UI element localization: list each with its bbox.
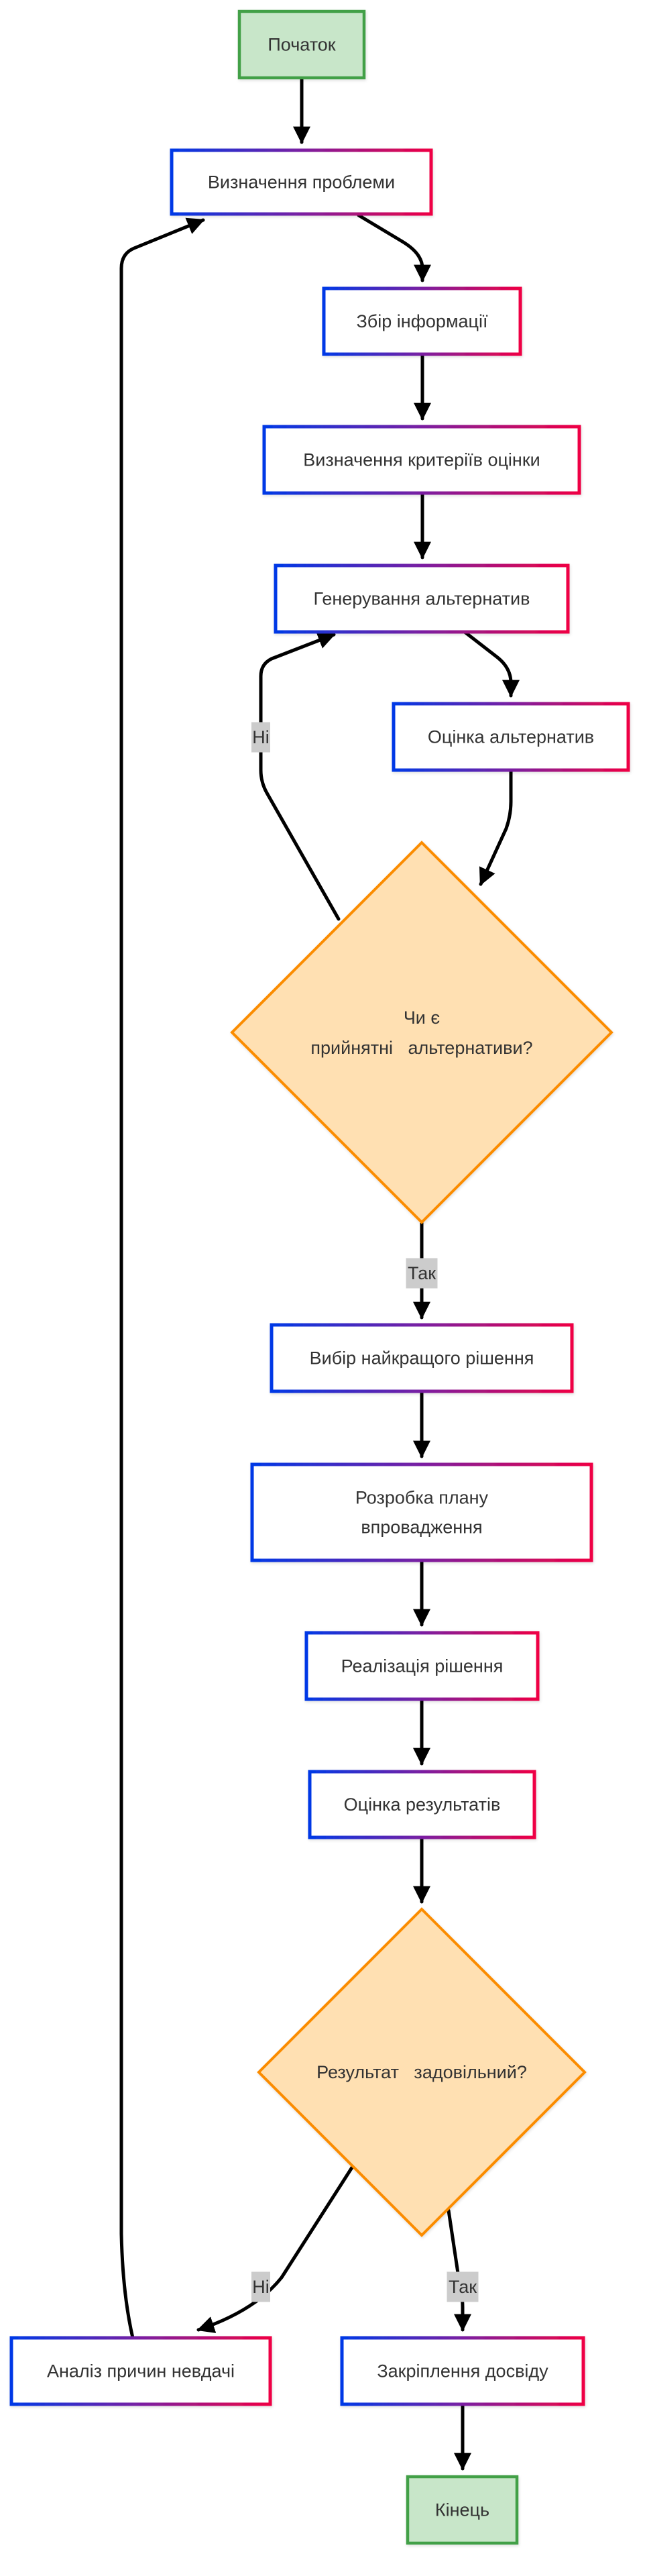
node-label: Збір інформації bbox=[357, 311, 488, 331]
terminal-box bbox=[406, 2475, 519, 2545]
process-box bbox=[340, 2336, 585, 2406]
decision-diamond bbox=[257, 1907, 587, 2237]
node-label: Закріплення досвіду bbox=[377, 2361, 548, 2381]
process-box bbox=[9, 2336, 272, 2406]
node-label: Аналіз причин невдачі bbox=[47, 2361, 235, 2381]
edge-label-text: Ні bbox=[252, 727, 270, 747]
node-label: Реалізація рішення bbox=[341, 1656, 504, 1676]
node-label: Визначення критеріїв оцінки bbox=[303, 450, 540, 470]
edge-label-background bbox=[406, 1258, 438, 1289]
node-gather-info[interactable]: Збір інформації bbox=[322, 286, 522, 356]
node-label: Кінець bbox=[435, 2500, 489, 2520]
node-define-criteria[interactable]: Визначення критеріїв оцінки bbox=[262, 425, 581, 495]
edge-label-text: Так bbox=[449, 2277, 477, 2297]
node-label: Результат задовільний? bbox=[316, 2062, 527, 2082]
process-box bbox=[308, 1770, 536, 1839]
node-label: Початок bbox=[268, 35, 335, 55]
process-box bbox=[322, 286, 522, 356]
edge-generate-alternatives-to-evaluate-alternatives bbox=[463, 630, 520, 698]
edge-satisfactory-decision-to-analyze-failure bbox=[196, 2165, 354, 2333]
edge-satisfactory-decision-to-consolidate bbox=[447, 2208, 471, 2332]
edge-acceptable-decision-to-generate-alternatives bbox=[259, 632, 341, 921]
edge-label-background bbox=[447, 2271, 479, 2302]
decision-diamond bbox=[230, 841, 613, 1224]
edge-label-background bbox=[251, 2271, 270, 2302]
edge-analyze-failure-to-define-problem bbox=[119, 217, 205, 2340]
node-define-problem[interactable]: Визначення проблеми bbox=[170, 148, 433, 216]
node-start[interactable]: Початок bbox=[237, 9, 366, 80]
edge-define-problem-to-gather-info bbox=[357, 213, 431, 282]
node-implement[interactable]: Реалізація рішення bbox=[304, 1631, 540, 1701]
edge-evaluate-alternatives-to-acceptable-decision bbox=[479, 768, 513, 886]
edge-label-text: Ні bbox=[252, 2277, 270, 2297]
node-label: впровадження bbox=[361, 1517, 482, 1538]
node-evaluate-alternatives[interactable]: Оцінка альтернатив bbox=[392, 702, 630, 772]
process-box bbox=[250, 1462, 593, 1562]
node-label: Оцінка результатів bbox=[344, 1794, 501, 1815]
edge-label-yes: Так bbox=[447, 2271, 479, 2302]
node-satisfactory-decision[interactable]: Результат задовільний? bbox=[257, 1907, 587, 2237]
node-acceptable-decision[interactable]: Чи є прийнятні альтернативи? bbox=[230, 841, 613, 1224]
node-label: Вибір найкращого рішення bbox=[310, 1348, 534, 1368]
edge-label-no: Ні bbox=[251, 722, 270, 753]
edge-label-text: Так bbox=[408, 1263, 436, 1283]
process-box bbox=[304, 1631, 540, 1701]
edge-label-yes: Так bbox=[406, 1258, 438, 1289]
node-label: Розробка плану bbox=[355, 1488, 489, 1508]
node-generate-alternatives[interactable]: Генерування альтернатив bbox=[274, 564, 570, 634]
node-develop-plan[interactable]: Розробка плану впровадження bbox=[250, 1462, 593, 1562]
node-end[interactable]: Кінець bbox=[406, 2475, 519, 2545]
process-box bbox=[392, 702, 630, 772]
edge-label-background bbox=[251, 722, 270, 753]
process-box bbox=[274, 564, 570, 634]
node-analyze-failure[interactable]: Аналіз причин невдачі bbox=[9, 2336, 272, 2406]
process-box bbox=[170, 148, 433, 216]
process-box bbox=[262, 425, 581, 495]
node-evaluate-results[interactable]: Оцінка результатів bbox=[308, 1770, 536, 1839]
node-label: Чи є bbox=[404, 1008, 441, 1028]
node-select-best[interactable]: Вибір найкращого рішення bbox=[270, 1323, 574, 1393]
process-box bbox=[270, 1323, 574, 1393]
node-consolidate[interactable]: Закріплення досвіду bbox=[340, 2336, 585, 2406]
node-label: Визначення проблеми bbox=[208, 172, 395, 193]
node-label: Генерування альтернатив bbox=[314, 589, 530, 609]
terminal-box bbox=[237, 9, 366, 80]
node-label: прийнятні альтернативи? bbox=[310, 1038, 532, 1058]
node-label: Оцінка альтернатив bbox=[428, 727, 594, 747]
edge-label-no: Ні bbox=[251, 2271, 270, 2302]
